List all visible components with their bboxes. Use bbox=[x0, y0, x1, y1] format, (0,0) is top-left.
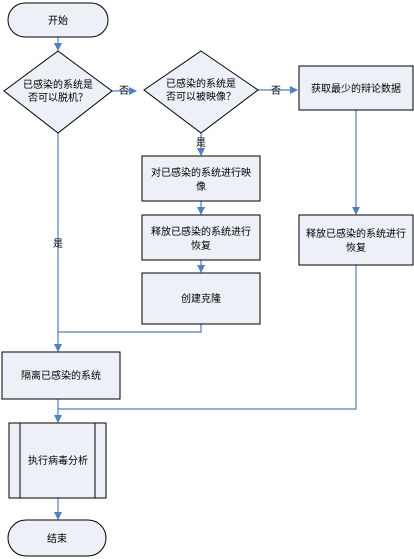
release-recover-1-line1: 释放已感染的系统进行 bbox=[151, 225, 251, 238]
node-virus-analysis: 执行病毒分析 bbox=[8, 422, 107, 499]
image-system-line2: 像 bbox=[196, 181, 206, 193]
decision-offline-line1: 已感染的系统是 bbox=[23, 78, 93, 91]
label-d1-yes: 是 bbox=[53, 238, 63, 250]
node-end: 结束 bbox=[7, 519, 107, 557]
virus-analysis-label: 执行病毒分析 bbox=[28, 454, 88, 467]
label-d2-no: 否 bbox=[271, 85, 281, 97]
node-create-clone: 创建克隆 bbox=[141, 272, 261, 325]
edges bbox=[54, 37, 360, 520]
label-d2-yes: 是 bbox=[196, 137, 206, 149]
release-recover-2-line1: 释放已感染的系统进行 bbox=[306, 227, 406, 240]
image-system-line1: 对已感染的系统进行映 bbox=[151, 166, 251, 179]
end-label: 结束 bbox=[47, 532, 67, 545]
create-clone-label: 创建克隆 bbox=[181, 292, 221, 305]
node-start: 开始 bbox=[7, 2, 109, 38]
start-label: 开始 bbox=[48, 14, 68, 27]
decision-offline-line2: 否可以脱机？ bbox=[28, 91, 88, 104]
label-d1-no: 否 bbox=[119, 85, 129, 97]
get-min-data-label: 获取最少的辩论数据 bbox=[311, 82, 401, 95]
node-release-recover-1: 释放已感染的系统进行 恢复 bbox=[141, 214, 261, 261]
node-image-system: 对已感染的系统进行映 像 bbox=[141, 155, 261, 202]
node-get-min-data: 获取最少的辩论数据 bbox=[298, 65, 414, 111]
decision-image: 已感染的系统是 否可以被映像？ bbox=[143, 50, 259, 134]
release-recover-2-line2: 恢复 bbox=[346, 241, 366, 254]
edge-clone-merge bbox=[58, 324, 202, 333]
decision-image-line2: 否可以被映像？ bbox=[166, 90, 236, 103]
decision-offline: 已感染的系统是 否可以脱机？ bbox=[3, 50, 113, 134]
release-recover-1-line2: 恢复 bbox=[191, 239, 211, 252]
decision-image-line1: 已感染的系统是 bbox=[166, 77, 236, 90]
node-release-recover-2: 释放已感染的系统进行 恢复 bbox=[298, 214, 414, 266]
isolate-system-label: 隔离已感染的系统 bbox=[21, 369, 101, 382]
node-isolate-system: 隔离已感染的系统 bbox=[1, 351, 121, 400]
edge-release2-merge bbox=[58, 265, 357, 410]
